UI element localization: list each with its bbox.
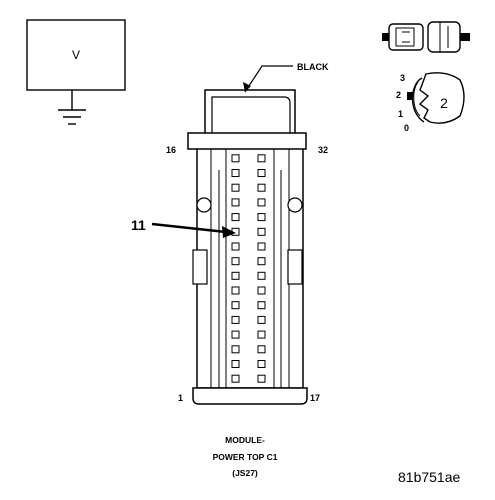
pin-label-1: 1 [178,393,183,403]
pin-well [225,148,275,389]
pin-cavity-32 [257,154,266,163]
caption-line-1: MODULE- [225,435,265,445]
pin-cavity-5 [231,315,240,324]
connector-body [187,89,308,405]
caption-line-2: POWER TOP C1 [213,452,278,462]
pin-column-right [257,154,266,383]
boss-right [287,197,303,213]
pin-cavity-25 [257,257,266,266]
pin-cavity-10 [231,242,240,251]
color-callout: BLACK [243,62,329,93]
pin-cavity-28 [257,213,266,222]
probe-arrow-head [222,226,236,238]
caption-line-3: (JS27) [232,468,258,478]
pin-cavity-15 [231,169,240,177]
pin-cavity-12 [231,213,240,222]
pin-column-left [231,154,240,383]
voltmeter-label: V [72,48,80,62]
pin-cavity-7 [231,286,240,295]
pin-label-17: 17 [310,393,320,403]
ignition-pos-3: 3 [400,73,405,83]
ignition-key-head [418,72,465,124]
probe-arrow-shaft [151,222,227,234]
ignition-selected-marker [407,92,413,100]
pin-cavity-21 [257,315,266,324]
pin-cavity-29 [257,198,266,207]
pin-cavity-16 [231,154,240,163]
pin-cavity-22 [257,301,266,310]
pin-label-32: 32 [318,145,328,155]
pin-cavity-4 [231,330,240,339]
boss-left [196,197,212,213]
connector-bottom-flange [192,387,308,405]
pin-cavity-3 [231,345,240,354]
ignition-switch-icon: 3 2 1 0 2 [396,72,465,133]
lock-tab-right [287,249,303,285]
connector-icon-left-tab [382,33,390,41]
ignition-pos-1: 1 [398,109,403,119]
connector-top-flange [187,132,307,150]
pin-cavity-13 [231,198,240,207]
connector-latch-inner [211,96,291,133]
probe-callout: 11 [131,217,236,238]
probe-cavity-label: 11 [131,217,146,233]
pin-cavity-17 [257,374,266,383]
ignition-pos-2: 2 [396,90,401,100]
pin-cavity-6 [231,301,240,310]
pin-cavity-1 [231,374,240,383]
connector-view-icon [382,21,470,53]
voltmeter-ground-symbol: V [26,19,126,125]
pin-cavity-30 [257,183,266,192]
figure-code: 81b751ae [398,469,461,485]
pin-cavity-8 [231,271,240,280]
pin-cavity-26 [257,242,266,251]
ignition-pos-0: 0 [404,123,409,133]
pin-cavity-18 [257,360,266,368]
pin-cavity-19 [257,345,266,354]
pin-cavity-20 [257,330,266,339]
connector-icon-right-tab [460,33,470,41]
pin-cavity-24 [257,271,266,280]
ignition-key-label: 2 [440,95,448,111]
connector-color-label: BLACK [297,62,329,72]
pin-cavity-27 [257,227,266,236]
connector-latch-outer [204,89,296,133]
pin-cavity-14 [231,183,240,192]
voltmeter-box [26,19,126,91]
pin-cavity-2 [231,360,240,368]
pin-cavity-9 [231,257,240,266]
lock-tab-left [192,249,208,285]
connector-housing [196,149,304,389]
pin-cavity-31 [257,169,266,177]
pin-label-16: 16 [166,145,176,155]
connector-icon-receptacle [427,21,461,53]
pin-cavity-23 [257,286,266,295]
